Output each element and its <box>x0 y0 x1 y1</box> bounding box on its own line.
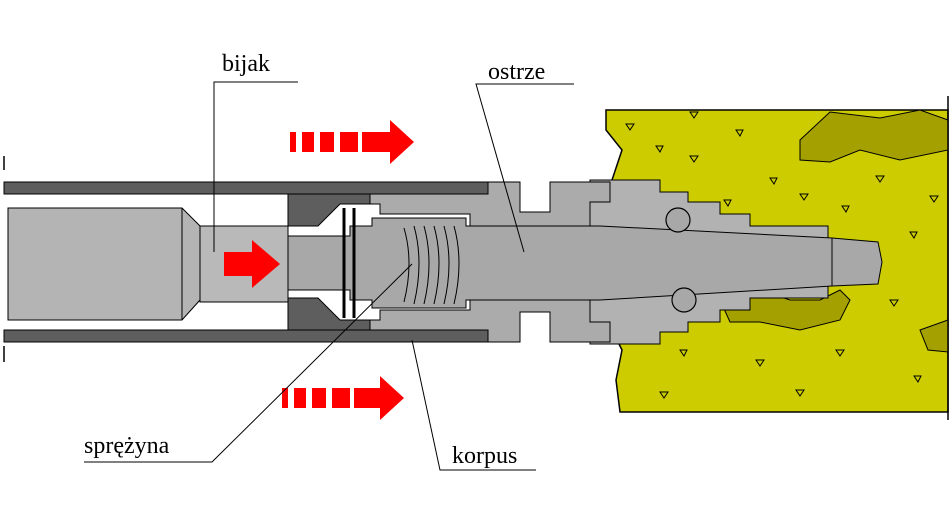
retaining-balls <box>665 207 697 313</box>
blade <box>287 217 883 309</box>
leader-lines <box>84 81 574 471</box>
blade-label: ostrze <box>488 59 546 85</box>
striker-label: bijak <box>222 51 270 77</box>
arrow-bottom <box>282 376 404 420</box>
arrow-top <box>290 120 414 164</box>
arrow-center <box>224 240 280 288</box>
spring <box>403 225 460 305</box>
seal-rings <box>342 208 356 318</box>
spring-label: sprężyna <box>84 433 170 459</box>
body-label: korpus <box>452 443 518 469</box>
